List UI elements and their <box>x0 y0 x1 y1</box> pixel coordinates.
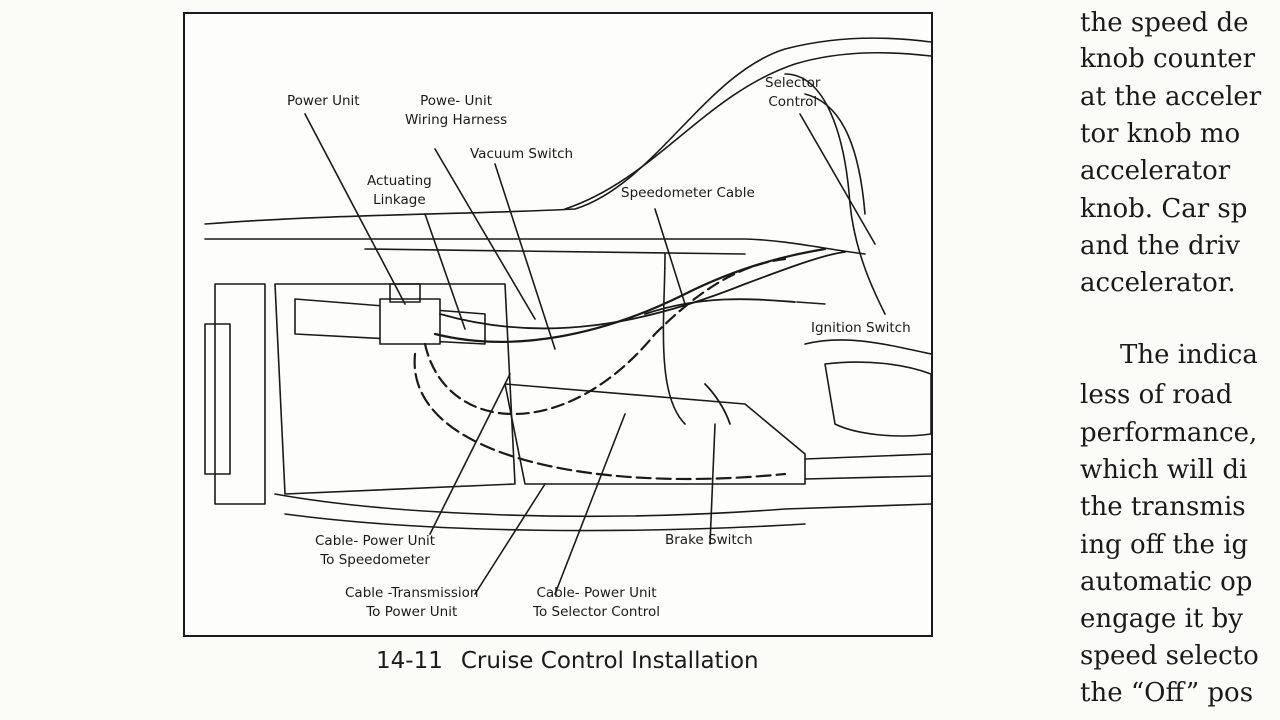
body-line: The indica <box>1120 340 1258 370</box>
frame-rail <box>274 493 931 518</box>
body-line: performance, <box>1080 418 1258 448</box>
leader-brake-switch <box>709 423 716 545</box>
body-line: accelerator. <box>1080 268 1236 298</box>
body-line: the transmis <box>1080 492 1246 522</box>
leader-selector <box>799 113 876 245</box>
label-cable-power-unit-to-speedometer: Cable- Power Unit To Speedometer <box>315 533 436 568</box>
cruise-control-diagram <box>204 37 931 595</box>
selector-cable <box>433 247 827 343</box>
label-actuating-linkage: Actuating Linkage <box>367 173 432 208</box>
leader-speedometer-cable <box>654 208 686 305</box>
driveshaft <box>804 453 931 460</box>
firewall <box>662 253 686 425</box>
body-text-column: the speed de knob counter at the acceler… <box>1080 0 1280 720</box>
figure-caption: 14-11 Cruise Control Installation <box>376 648 759 674</box>
body-line: automatic op <box>1080 567 1253 597</box>
body-line: less of road <box>1080 380 1233 410</box>
label-ignition-switch: Ignition Switch <box>811 320 911 336</box>
body-line: which will di <box>1080 455 1248 485</box>
seat-outline <box>824 361 931 437</box>
windshield-inner <box>804 93 866 215</box>
brake-switch-link <box>704 383 731 425</box>
wiring-harness <box>439 251 846 330</box>
leader-actuating-linkage <box>424 213 466 330</box>
body-line: and the driv <box>1080 231 1241 261</box>
body-line: knob. Car sp <box>1080 194 1248 224</box>
leader-vacuum-switch <box>494 163 556 350</box>
windshield-pillar <box>784 73 886 315</box>
label-speedometer-cable: Speedometer Cable <box>621 185 755 201</box>
label-brake-switch: Brake Switch <box>665 532 753 548</box>
ignition-wire <box>644 298 796 315</box>
label-vacuum-switch: Vacuum Switch <box>470 146 574 162</box>
leader-power-unit <box>304 113 406 305</box>
leader-cable-selector <box>554 413 626 595</box>
floor-line <box>804 339 931 355</box>
figure-number: 14-11 <box>376 648 443 674</box>
radiator <box>214 283 266 505</box>
frame-rail-2 <box>284 513 806 532</box>
leader-cable-transmission <box>474 483 546 595</box>
label-cable-transmission-to-power-unit: Cable -Transmission To Power Unit <box>345 585 479 620</box>
driveshaft-lower <box>804 475 931 480</box>
body-line: accelerator <box>1080 156 1231 186</box>
transmission <box>504 383 806 485</box>
dash-line <box>204 238 866 255</box>
leader-ignition <box>796 301 826 305</box>
body-line: speed selecto <box>1080 641 1259 671</box>
figure-title: Cruise Control Installation <box>460 648 759 674</box>
body-line: ing off the ig <box>1080 530 1249 560</box>
body-line: the “Off” pos <box>1080 678 1254 708</box>
body-line: knob counter <box>1080 44 1256 74</box>
cowl-line <box>364 248 746 255</box>
label-power-unit-wiring-harness: Powe- Unit Wiring Harness <box>405 93 508 128</box>
transmission-cable <box>413 352 787 481</box>
label-selector-control: Selector Control <box>765 75 821 110</box>
engine-block <box>274 283 516 495</box>
speedometer-cable <box>423 257 787 415</box>
figure-frame: Power Unit Powe- Unit Wiring Harness Vac… <box>183 12 933 637</box>
label-cable-power-unit-to-selector-control: Cable- Power Unit To Selector Control <box>533 585 661 620</box>
fan-shroud <box>204 323 231 475</box>
power-unit-box <box>379 298 441 345</box>
body-line: the speed de <box>1080 8 1249 38</box>
body-line: tor knob mo <box>1080 119 1241 149</box>
body-line: engage it by <box>1080 604 1243 634</box>
leader-harness <box>434 148 536 320</box>
body-line: at the acceler <box>1080 82 1262 112</box>
car-roof-line <box>564 51 931 210</box>
label-power-unit: Power Unit <box>287 93 360 109</box>
leader-cable-speedometer <box>429 373 511 535</box>
